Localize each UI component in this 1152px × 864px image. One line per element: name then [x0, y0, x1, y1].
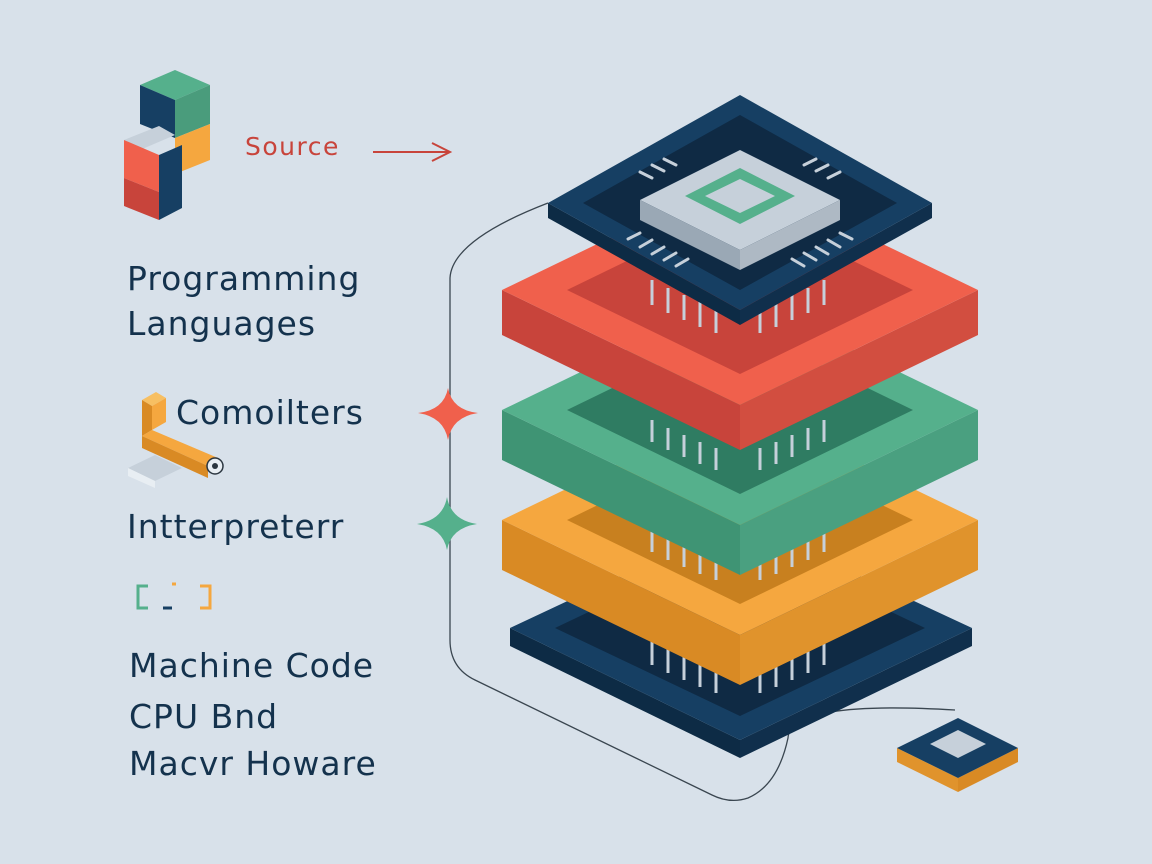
- hardware-label: Macvr Howare: [129, 744, 377, 783]
- bracket-icon: [136, 582, 212, 610]
- sparkle-green-icon: [417, 497, 477, 550]
- sparkle-red-icon: [418, 388, 478, 440]
- machine-code-label: Machine Code: [129, 646, 375, 685]
- programming-label-line1: Programming: [127, 259, 361, 298]
- cube-stack-icon: [124, 70, 210, 220]
- cpu-chip-icon: [626, 150, 854, 270]
- source-label: Source: [245, 132, 340, 161]
- compilers-label: Comoilters: [176, 393, 364, 432]
- small-chip-icon: [897, 718, 1018, 792]
- interpreter-label: Intterpreterr: [127, 507, 345, 546]
- cpu-label: CPU Bnd: [129, 697, 279, 736]
- pipe-wrench-icon: [128, 392, 224, 488]
- programming-label-line2: Languages: [127, 304, 317, 343]
- arrow-right-icon: [373, 142, 453, 162]
